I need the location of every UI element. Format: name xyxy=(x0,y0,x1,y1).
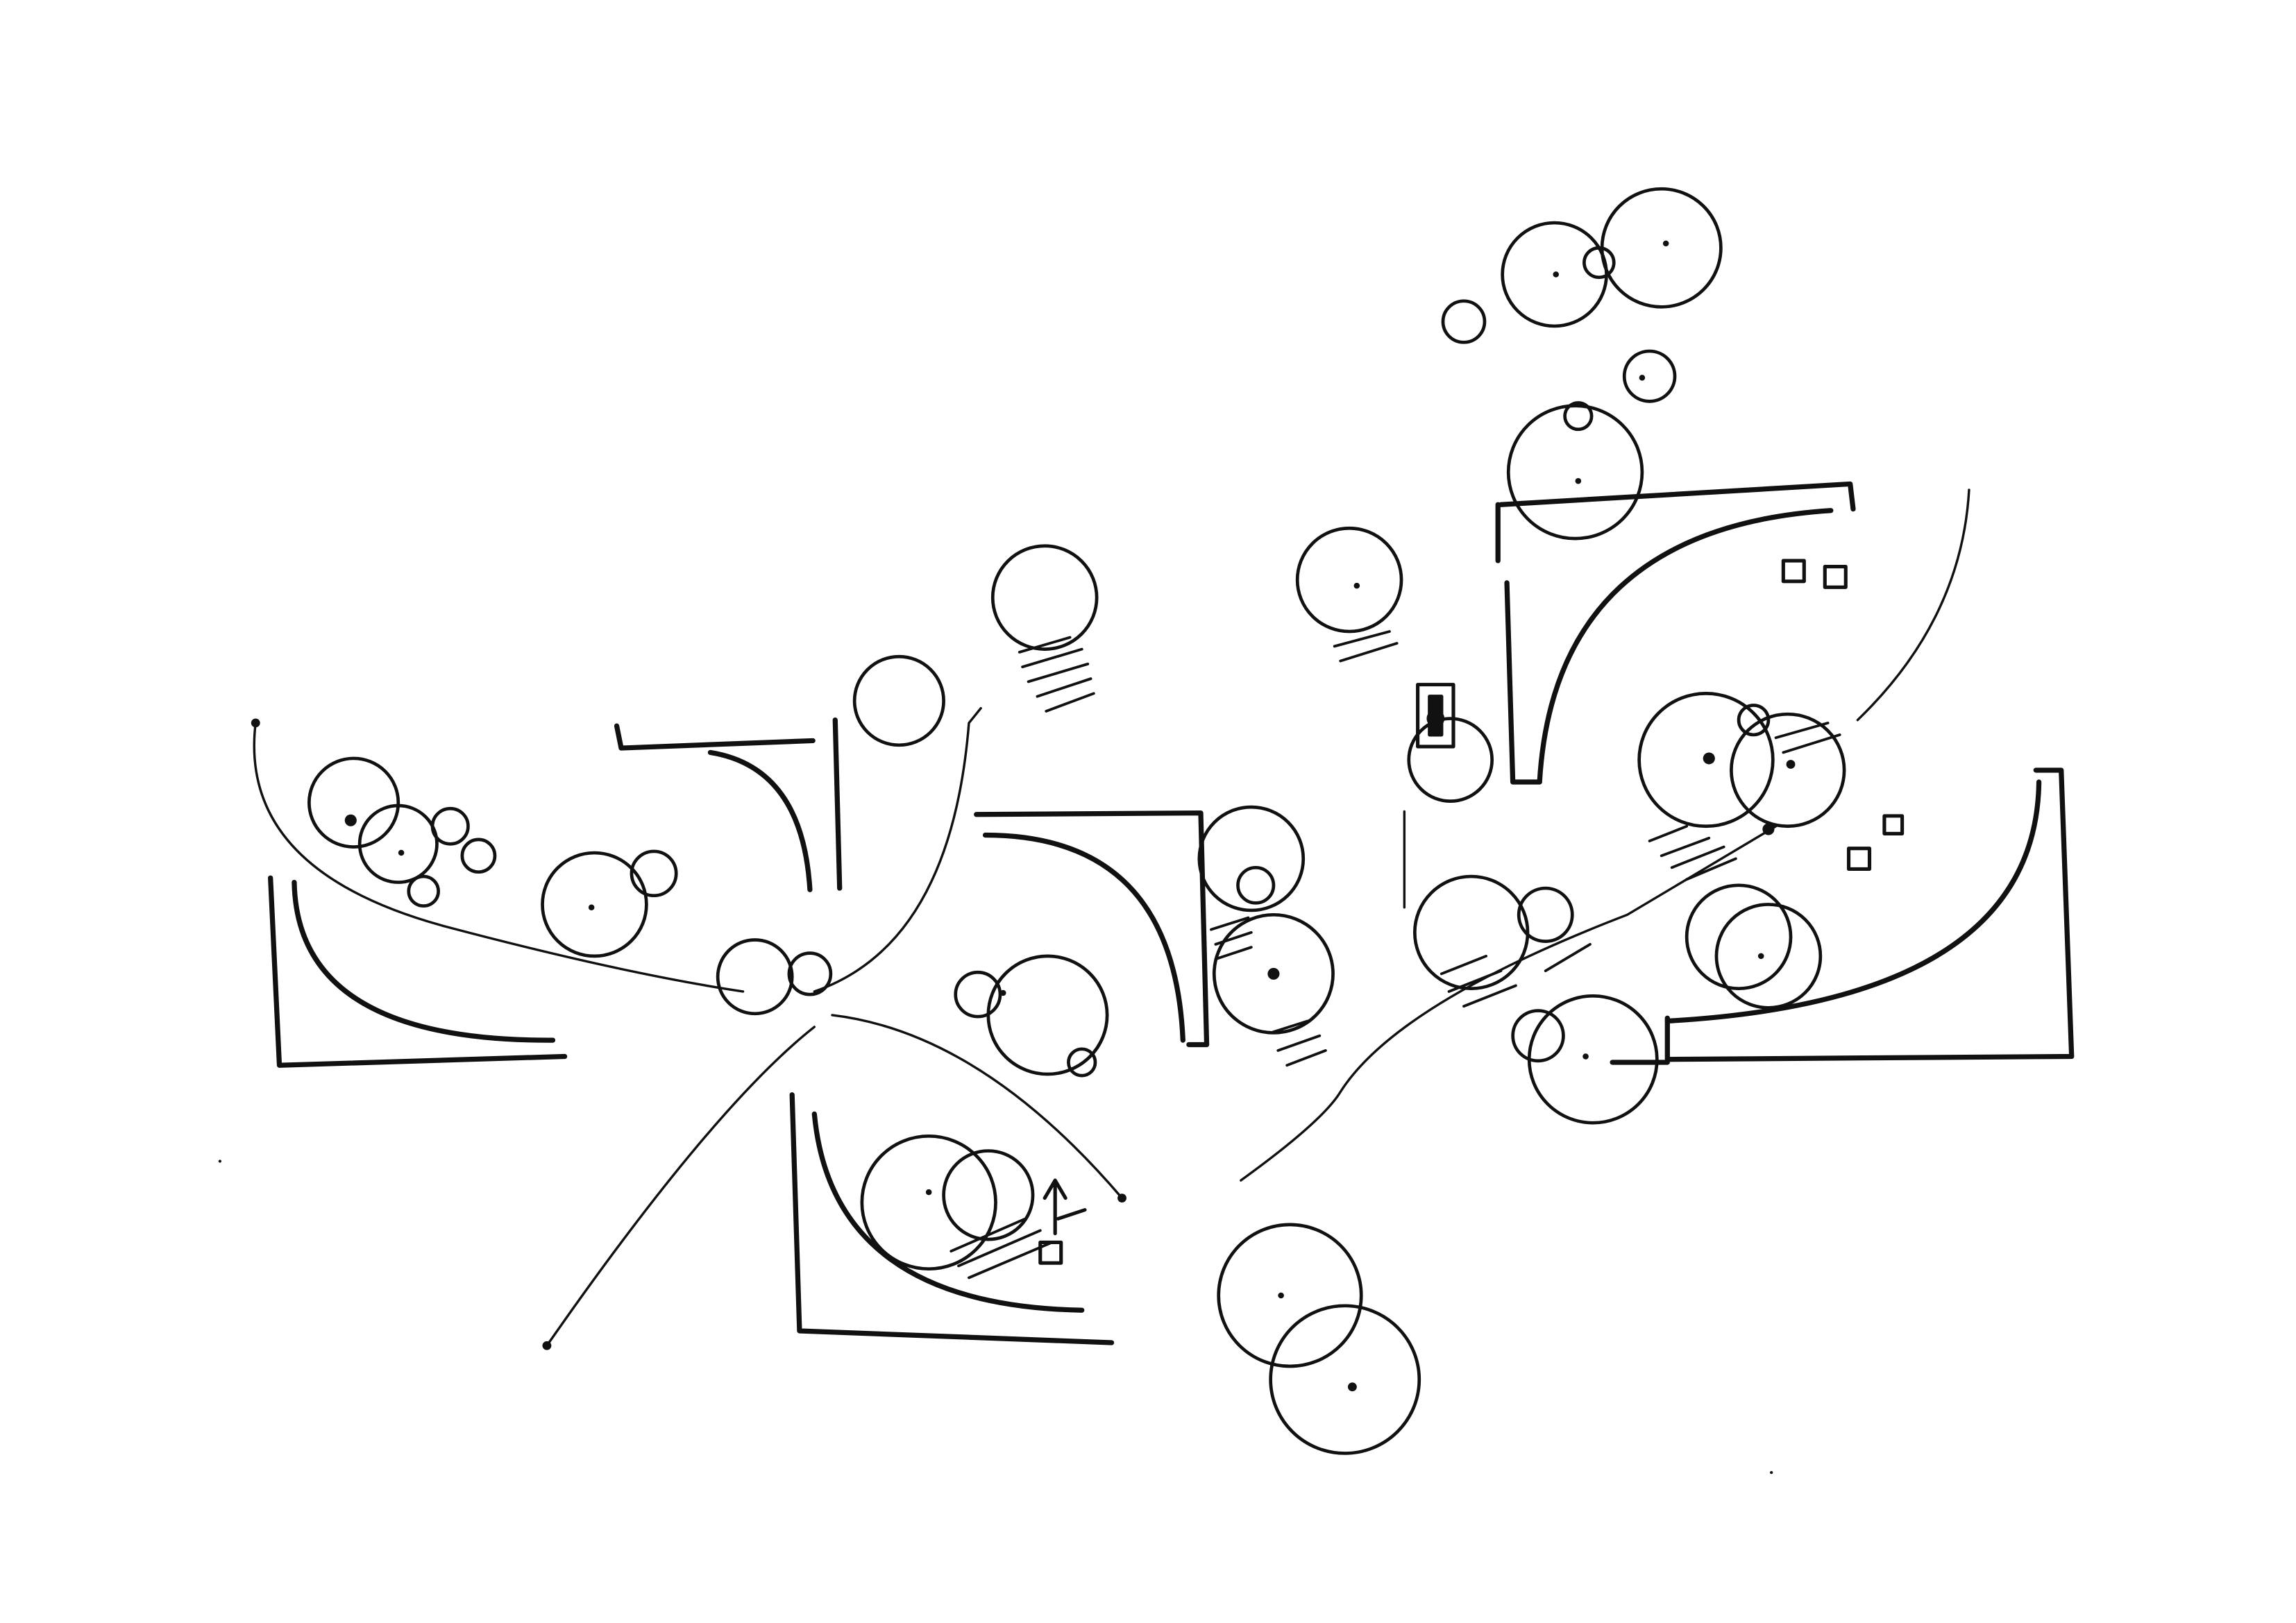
square-box xyxy=(1781,559,1806,584)
canopy-circle xyxy=(1730,712,1846,829)
centre-dot xyxy=(1117,1193,1126,1203)
canopy-circle xyxy=(541,851,648,958)
centre-dots xyxy=(218,240,1796,1475)
centre-dot xyxy=(542,1341,552,1350)
wall-lower-center xyxy=(789,1092,1115,1345)
canopy-circle xyxy=(954,970,1002,1019)
centre-dot xyxy=(1786,760,1796,769)
wall-center-curve xyxy=(982,832,1185,1043)
path-lines xyxy=(253,488,1970,1347)
canopy-circle xyxy=(1067,1047,1097,1078)
canopy-circle xyxy=(1506,404,1644,541)
wall-upper-right-curve xyxy=(1537,508,1834,785)
centre-dot xyxy=(1757,953,1764,960)
centre-dot xyxy=(1267,967,1280,980)
canopy-circle xyxy=(990,544,1099,651)
canopy-circle xyxy=(1511,1009,1565,1063)
canopy-circle xyxy=(1295,526,1403,634)
wall-upper-left-post xyxy=(832,717,843,891)
canopy-circle xyxy=(860,1134,997,1271)
canopy-circle xyxy=(407,874,440,908)
ink-layer xyxy=(218,187,2075,1475)
centre-dot xyxy=(398,849,405,856)
canopy-circle xyxy=(1714,903,1823,1010)
wall-far-left-curve xyxy=(292,879,556,1043)
canopy-circle xyxy=(942,1149,1035,1241)
square-box xyxy=(1038,1240,1063,1265)
wall-upper-left xyxy=(614,723,816,751)
square-box xyxy=(1846,847,1872,871)
square-box xyxy=(1823,564,1848,589)
canopy-circle xyxy=(1563,401,1594,432)
canopy-circle xyxy=(1582,246,1616,280)
canopy-circle xyxy=(630,849,678,898)
wall-upper-left-curve xyxy=(707,749,813,892)
hatch-upper-center xyxy=(1018,636,1095,713)
canopy-circle xyxy=(1685,883,1793,991)
hatch-mid-right xyxy=(1440,942,1592,1008)
path-right-rise xyxy=(1856,488,1970,722)
canopy-circle xyxy=(1407,717,1494,803)
centre-dot xyxy=(1353,582,1360,589)
arrow-marker xyxy=(1043,1178,1087,1236)
path-center-right xyxy=(1240,825,1778,1182)
centre-dot xyxy=(1639,375,1646,381)
wall-far-right xyxy=(1664,767,2075,1062)
canopy-circle xyxy=(460,838,497,874)
centre-dot xyxy=(588,904,595,910)
path-lower-right xyxy=(831,1014,1124,1200)
hatch-lower-center xyxy=(949,1217,1054,1280)
hatch-upper-right xyxy=(1774,722,1841,754)
canopy-circle xyxy=(1236,865,1276,905)
square-box xyxy=(1882,814,1905,835)
centre-dot xyxy=(1553,271,1560,278)
canopy-circle xyxy=(716,938,794,1016)
canopy-circle xyxy=(430,806,470,846)
wall-far-right-curve xyxy=(1664,779,2042,1024)
wall-center xyxy=(974,810,1210,1048)
hatch-marks xyxy=(949,630,1841,1280)
canopy-circle xyxy=(1517,886,1574,943)
canopy-circle xyxy=(787,951,833,996)
path-up-curve xyxy=(813,706,982,993)
canopy-circles xyxy=(307,187,1846,1455)
centre-dot xyxy=(1703,752,1715,765)
centre-dot xyxy=(218,1159,222,1163)
canopy-circle xyxy=(1269,1304,1421,1455)
centre-dot xyxy=(1662,240,1669,247)
centre-dot xyxy=(251,718,260,728)
centre-dot xyxy=(1575,477,1582,484)
canopy-circle xyxy=(852,654,945,747)
centre-dot xyxy=(925,1189,932,1196)
centre-dot xyxy=(1347,1382,1357,1392)
centre-dot xyxy=(1582,1053,1589,1060)
wall-elements xyxy=(268,481,2075,1345)
canopy-circle xyxy=(1637,692,1775,829)
centre-dot xyxy=(1762,823,1775,835)
hatch-center-wall xyxy=(1210,916,1253,961)
centre-dot xyxy=(344,814,357,826)
centre-dot xyxy=(999,989,1006,996)
canopy-circle xyxy=(1622,349,1677,403)
canopy-circle xyxy=(357,804,439,884)
wall-far-left xyxy=(268,875,568,1068)
wall-upper-right-top xyxy=(1498,481,1856,512)
centre-dot xyxy=(1770,1470,1773,1475)
hatch-center-shadow xyxy=(1269,1019,1327,1067)
canopy-circle xyxy=(1217,1223,1363,1368)
kiosk-box xyxy=(1416,683,1455,749)
wall-upper-right-post xyxy=(1504,580,1542,785)
centre-dot xyxy=(1278,1292,1284,1299)
canopy-circle xyxy=(1737,704,1771,737)
hatch-right-cluster xyxy=(1648,824,1737,881)
path-lower-left xyxy=(546,1026,816,1347)
path-left-arc xyxy=(253,722,745,993)
canopy-circle xyxy=(307,756,400,849)
hatch-left-wall xyxy=(1333,630,1399,663)
canopy-circle xyxy=(1441,299,1487,344)
canopy-circle xyxy=(1197,805,1306,912)
centre-dot xyxy=(1426,709,1445,728)
wall-lower-center-curve xyxy=(811,1111,1085,1313)
